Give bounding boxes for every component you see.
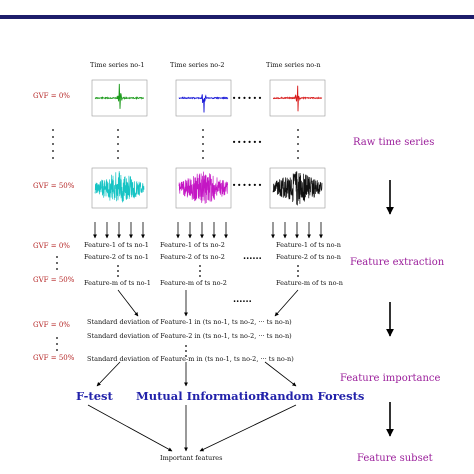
gvf-dots-imp: [56, 337, 58, 351]
feature-m-tsn: Feature-m of ts no-n: [276, 279, 343, 287]
feature-1-tsn: Feature-1 of ts no-n: [276, 241, 341, 249]
gvf-label-feat-high: GVF = 50%: [33, 276, 75, 284]
extraction-arrows: [93, 222, 323, 239]
col2-dots: [202, 129, 204, 159]
method-f-test: F-test: [76, 389, 113, 403]
ts2-noisy-signal: [178, 171, 228, 204]
importance-arrows: [117, 289, 299, 317]
method-random-forests: Random Forests: [260, 389, 365, 403]
std-row-feature-1: Standard deviation of Feature-1 in (ts n…: [87, 318, 292, 326]
column-title-ts1: Time series no-1: [90, 61, 145, 69]
feature-2-tsn: Feature-2 of ts no-n: [276, 253, 341, 261]
col1-dots: [117, 129, 119, 159]
gvf-dots-feat: [56, 256, 58, 270]
column-title-tsn: Time series no-n: [266, 61, 321, 69]
stage-label-importance: Feature importance: [340, 373, 441, 384]
ts2-clean-signal: [178, 94, 229, 113]
gvf-label-imp-low: GVF = 0%: [33, 321, 70, 329]
method-arrows: [96, 361, 297, 387]
feature-1-ts2: Feature-1 of ts no-2: [160, 241, 225, 249]
std-row-feature-m: Standard deviation of Feature-m in (ts n…: [87, 355, 294, 363]
ellipsis-features: ......: [243, 252, 262, 262]
gvf-label-imp-high: GVF = 50%: [33, 354, 75, 362]
tsn-clean-signal: [273, 85, 323, 112]
tsn-noisy-signal: [272, 171, 323, 206]
ellipsis-importance: ......: [233, 295, 252, 305]
ellipsis-raw-clean: ......: [232, 88, 264, 102]
ellipsis-raw-noisy: ......: [232, 175, 264, 189]
ts1-clean-signal: [94, 83, 144, 109]
col2-feat-dots: [199, 265, 201, 277]
column-title-ts2: Time series no-2: [170, 61, 225, 69]
std-row-feature-2: Standard deviation of Feature-2 in (ts n…: [87, 332, 292, 340]
method-mutual-information: Mutual Information: [136, 389, 265, 403]
feature-1-ts1: Feature-1 of ts no-1: [84, 241, 149, 249]
col1-feat-dots: [117, 265, 119, 277]
feature-m-ts2: Feature-m of ts no-2: [160, 279, 227, 287]
gvf-dots-raw: [52, 129, 54, 159]
gvf-label-raw-high: GVF = 50%: [33, 182, 75, 190]
std-dots: [185, 345, 187, 357]
gvf-label-raw-low: GVF = 0%: [33, 92, 70, 100]
feature-2-ts1: Feature-2 of ts no-1: [84, 253, 149, 261]
header-bar: [0, 15, 474, 19]
coln-feat-dots: [297, 265, 299, 277]
subset-arrows: [87, 404, 297, 452]
coln-dots: [297, 129, 299, 159]
ts1-noisy-signal: [94, 171, 145, 203]
feature-2-ts2: Feature-2 of ts no-2: [160, 253, 225, 261]
stage-label-subset: Feature subset: [357, 453, 433, 464]
vertical-dot-continuations: [52, 129, 299, 357]
stage-label-extraction: Feature extraction: [350, 257, 445, 268]
ellipsis-raw-middle: ......: [232, 132, 264, 146]
feature-m-ts1: Feature-m of ts no-1: [84, 279, 151, 287]
important-features-label: Important features: [160, 454, 223, 462]
gvf-label-feat-low: GVF = 0%: [33, 242, 70, 250]
stage-label-raw: Raw time series: [353, 137, 435, 148]
